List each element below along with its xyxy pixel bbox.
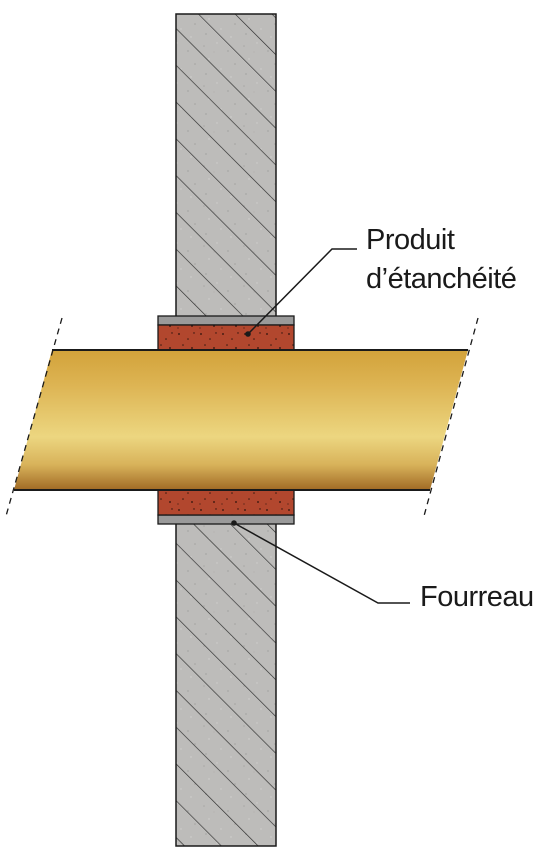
sealant-label-line2: d’étanchéité (366, 263, 516, 295)
sleeve-label: Fourreau (420, 581, 534, 613)
wall-lower (175, 522, 277, 847)
sealant-leader (245, 248, 357, 337)
sleeve-top (157, 315, 295, 326)
pipe-cut-line-left (5, 317, 63, 517)
sealant-bottom (157, 489, 295, 516)
pipe-cut-line-right (423, 317, 479, 517)
pipe (14, 349, 468, 491)
wall-upper (175, 13, 277, 318)
sealant-label-line1: Produit (366, 224, 455, 256)
sleeve-leader (231, 520, 410, 604)
sealant-top (157, 324, 295, 351)
sleeve-bottom (157, 514, 295, 525)
